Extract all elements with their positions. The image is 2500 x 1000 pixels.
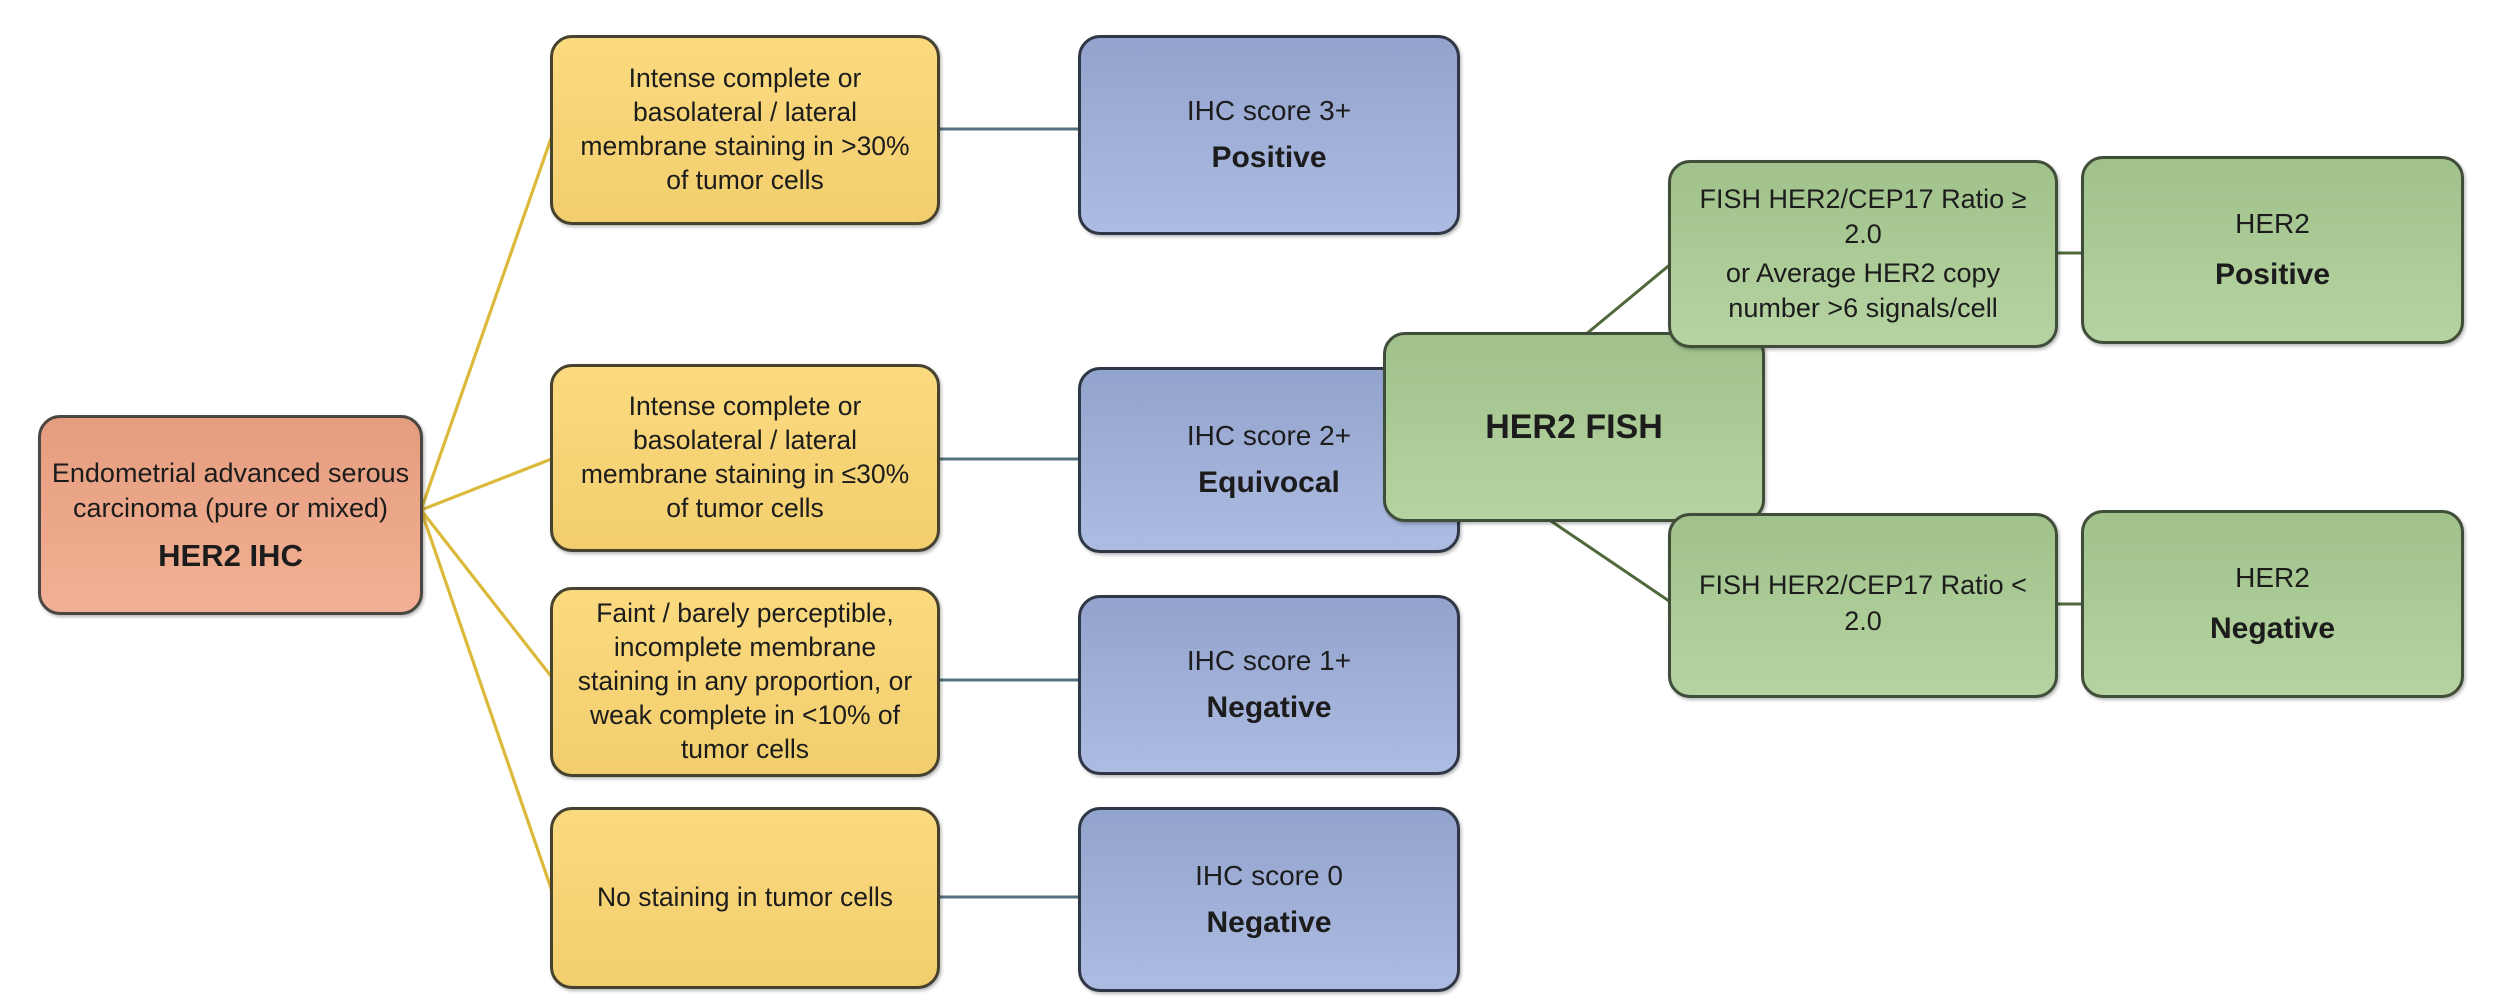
score-node-0: IHC score 0 Negative bbox=[1078, 807, 1460, 992]
fish-hub-label: HER2 FISH bbox=[1485, 407, 1663, 446]
connector-root-to-criteria-3plus bbox=[419, 129, 556, 511]
score-interpretation: Negative bbox=[1206, 691, 1332, 724]
score-interpretation: Negative bbox=[1206, 905, 1332, 939]
fish-result-line2: Negative bbox=[2209, 612, 2336, 645]
score-label: IHC score 3+ bbox=[1186, 95, 1352, 126]
fish-criteria-line2: or Average HER2 copy number >6 signals/c… bbox=[1725, 258, 2001, 324]
score-interpretation: Equivocal bbox=[1198, 466, 1340, 499]
criteria-text: Intense complete or basolateral / latera… bbox=[580, 63, 910, 195]
connector-root-to-criteria-0 bbox=[419, 509, 556, 898]
connector-fish-to-ratio-low bbox=[1547, 517, 1673, 605]
root-node-title: HER2 IHC bbox=[158, 537, 303, 573]
criteria-node-3plus: Intense complete or basolateral / latera… bbox=[550, 35, 940, 225]
root-node-description: Endometrial advanced serous carcinoma (p… bbox=[51, 458, 410, 523]
fish-hub-node: HER2 FISH bbox=[1383, 332, 1765, 522]
fish-result-line2: Positive bbox=[2214, 258, 2331, 291]
fish-criteria-line1: FISH HER2/CEP17 Ratio < 2.0 bbox=[1699, 570, 2027, 636]
criteria-text: Faint / barely perceptible, incomplete m… bbox=[577, 598, 913, 764]
fish-result-node-negative: HER2 Negative bbox=[2081, 510, 2464, 698]
score-node-1plus: IHC score 1+ Negative bbox=[1078, 595, 1460, 775]
fish-criteria-node-ratio-low: FISH HER2/CEP17 Ratio < 2.0 bbox=[1668, 513, 2058, 698]
score-label: IHC score 0 bbox=[1195, 859, 1343, 891]
fish-criteria-line1: FISH HER2/CEP17 Ratio ≥ 2.0 bbox=[1699, 183, 2027, 249]
fish-criteria-node-ratio-high: FISH HER2/CEP17 Ratio ≥ 2.0 or Average H… bbox=[1668, 160, 2058, 348]
criteria-text: No staining in tumor cells bbox=[596, 882, 894, 913]
connector-root-to-criteria-2plus bbox=[420, 456, 555, 512]
connector-fish-to-ratio-high bbox=[1584, 261, 1673, 337]
score-interpretation: Positive bbox=[1211, 141, 1327, 174]
score-node-3plus: IHC score 3+ Positive bbox=[1078, 35, 1460, 235]
score-label: IHC score 2+ bbox=[1186, 420, 1352, 451]
criteria-node-2plus: Intense complete or basolateral / latera… bbox=[550, 364, 940, 552]
connector-root-to-criteria-1plus bbox=[419, 509, 556, 681]
criteria-node-1plus: Faint / barely perceptible, incomplete m… bbox=[550, 587, 940, 777]
root-node-her2-ihc: Endometrial advanced serous carcinoma (p… bbox=[38, 415, 423, 615]
fish-result-node-positive: HER2 Positive bbox=[2081, 156, 2464, 344]
fish-result-line1: HER2 bbox=[2235, 562, 2310, 593]
score-label: IHC score 1+ bbox=[1186, 645, 1352, 676]
criteria-node-0: No staining in tumor cells bbox=[550, 807, 940, 989]
fish-result-line1: HER2 bbox=[2235, 208, 2310, 239]
criteria-text: Intense complete or basolateral / latera… bbox=[580, 391, 910, 523]
